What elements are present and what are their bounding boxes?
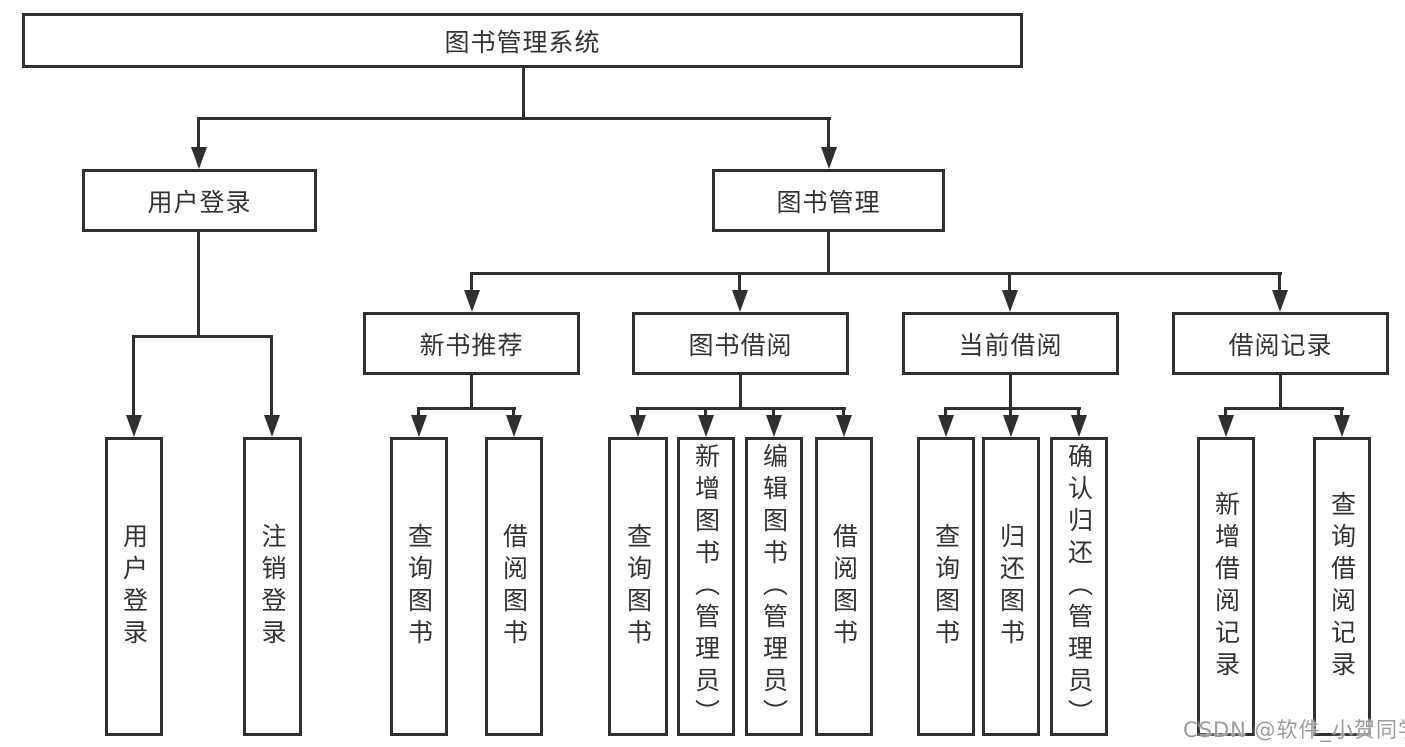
leaf-borrowing-edit-books-admin: 编辑图书（管理员） <box>745 437 803 736</box>
leaf-label: 借阅图书 <box>829 522 859 651</box>
connector-line <box>772 407 775 417</box>
leaf-label: 注销登录 <box>258 522 287 651</box>
connector-line <box>1278 272 1281 292</box>
arrow-down-icon <box>766 415 782 437</box>
node-book-management: 图书管理 <box>712 169 945 232</box>
connector-line <box>636 407 639 417</box>
leaf-current-confirm-return-admin: 确认归还（管理员） <box>1050 437 1108 736</box>
connector-line <box>512 407 515 417</box>
arrow-down-icon <box>821 147 837 169</box>
arrow-down-icon <box>264 415 280 437</box>
leaf-label: 编辑图书（管理员） <box>759 442 789 731</box>
connector-line <box>132 335 273 338</box>
connector-line <box>417 407 516 410</box>
arrow-down-icon <box>1003 415 1019 437</box>
arrow-down-icon <box>1218 415 1234 437</box>
connector-line <box>470 272 473 292</box>
connector-line <box>470 272 1282 275</box>
leaf-current-query-books: 查询图书 <box>917 437 975 736</box>
root-node-library-system: 图书管理系统 <box>22 13 1023 68</box>
arrow-down-icon <box>732 290 748 312</box>
connector-line <box>1009 375 1012 407</box>
connector-line <box>827 232 830 272</box>
connector-line <box>522 68 525 117</box>
leaf-label: 新增图书（管理员） <box>691 442 721 731</box>
arrow-down-icon <box>411 415 427 437</box>
leaf-records-query-record: 查询借阅记录 <box>1313 437 1371 736</box>
leaf-label: 查询图书 <box>623 522 653 651</box>
connector-line <box>827 117 830 149</box>
arrow-down-icon <box>1002 290 1018 312</box>
leaf-label: 借阅图书 <box>499 522 529 651</box>
leaf-borrowing-add-books-admin: 新增图书（管理员） <box>677 437 735 736</box>
connector-line <box>944 407 1081 410</box>
arrow-down-icon <box>1334 415 1350 437</box>
leaf-user-login: 用户登录 <box>105 437 163 736</box>
connector-line <box>1279 375 1282 407</box>
connector-line <box>1009 407 1012 417</box>
node-new-book-recommend: 新书推荐 <box>363 312 580 375</box>
connector-line <box>944 407 947 417</box>
leaf-label: 新增借阅记录 <box>1211 490 1241 683</box>
leaf-label: 用户登录 <box>119 522 149 651</box>
leaf-borrowing-query-books: 查询图书 <box>608 437 668 736</box>
arrow-down-icon <box>126 415 142 437</box>
leaf-label: 查询借阅记录 <box>1327 490 1357 683</box>
connector-line <box>197 232 200 335</box>
leaf-newbooks-query-books: 查询图书 <box>390 437 448 736</box>
arrow-down-icon <box>836 415 852 437</box>
node-user-login: 用户登录 <box>82 169 317 232</box>
leaf-label: 归还图书 <box>996 522 1026 651</box>
leaf-label: 确认归还（管理员） <box>1064 442 1094 731</box>
connector-line <box>197 117 200 149</box>
connector-line <box>1340 407 1343 417</box>
connector-line <box>636 407 846 410</box>
arrow-down-icon <box>506 415 522 437</box>
connector-line <box>739 375 742 407</box>
connector-line <box>842 407 845 417</box>
node-book-borrowing: 图书借阅 <box>632 312 849 375</box>
arrow-down-icon <box>698 415 714 437</box>
connector-line <box>1224 407 1344 410</box>
arrow-down-icon <box>630 415 646 437</box>
leaf-current-return-books: 归还图书 <box>982 437 1040 736</box>
csdn-watermark: CSDN @软件_小贺同学 <box>1183 718 1405 742</box>
arrow-down-icon <box>191 147 207 169</box>
leaf-label: 查询图书 <box>404 522 434 651</box>
leaf-records-add-record: 新增借阅记录 <box>1197 437 1255 736</box>
arrow-down-icon <box>1272 290 1288 312</box>
connector-line <box>270 335 273 417</box>
connector-line <box>704 407 707 417</box>
connector-line <box>1008 272 1011 292</box>
leaf-logout: 注销登录 <box>243 437 302 736</box>
connector-line <box>470 375 473 407</box>
leaf-label: 查询图书 <box>931 522 961 651</box>
arrow-down-icon <box>1071 415 1087 437</box>
connector-line <box>132 335 135 417</box>
leaf-newbooks-borrow-books: 借阅图书 <box>485 437 543 736</box>
connector-line <box>738 272 741 292</box>
leaf-borrowing-borrow-books: 借阅图书 <box>815 437 873 736</box>
connector-line <box>1077 407 1080 417</box>
connector-line <box>417 407 420 417</box>
arrow-down-icon <box>464 290 480 312</box>
connector-line <box>1224 407 1227 417</box>
node-current-borrowing: 当前借阅 <box>902 312 1119 375</box>
node-borrowing-records: 借阅记录 <box>1172 312 1389 375</box>
arrow-down-icon <box>938 415 954 437</box>
connector-line <box>197 117 831 120</box>
